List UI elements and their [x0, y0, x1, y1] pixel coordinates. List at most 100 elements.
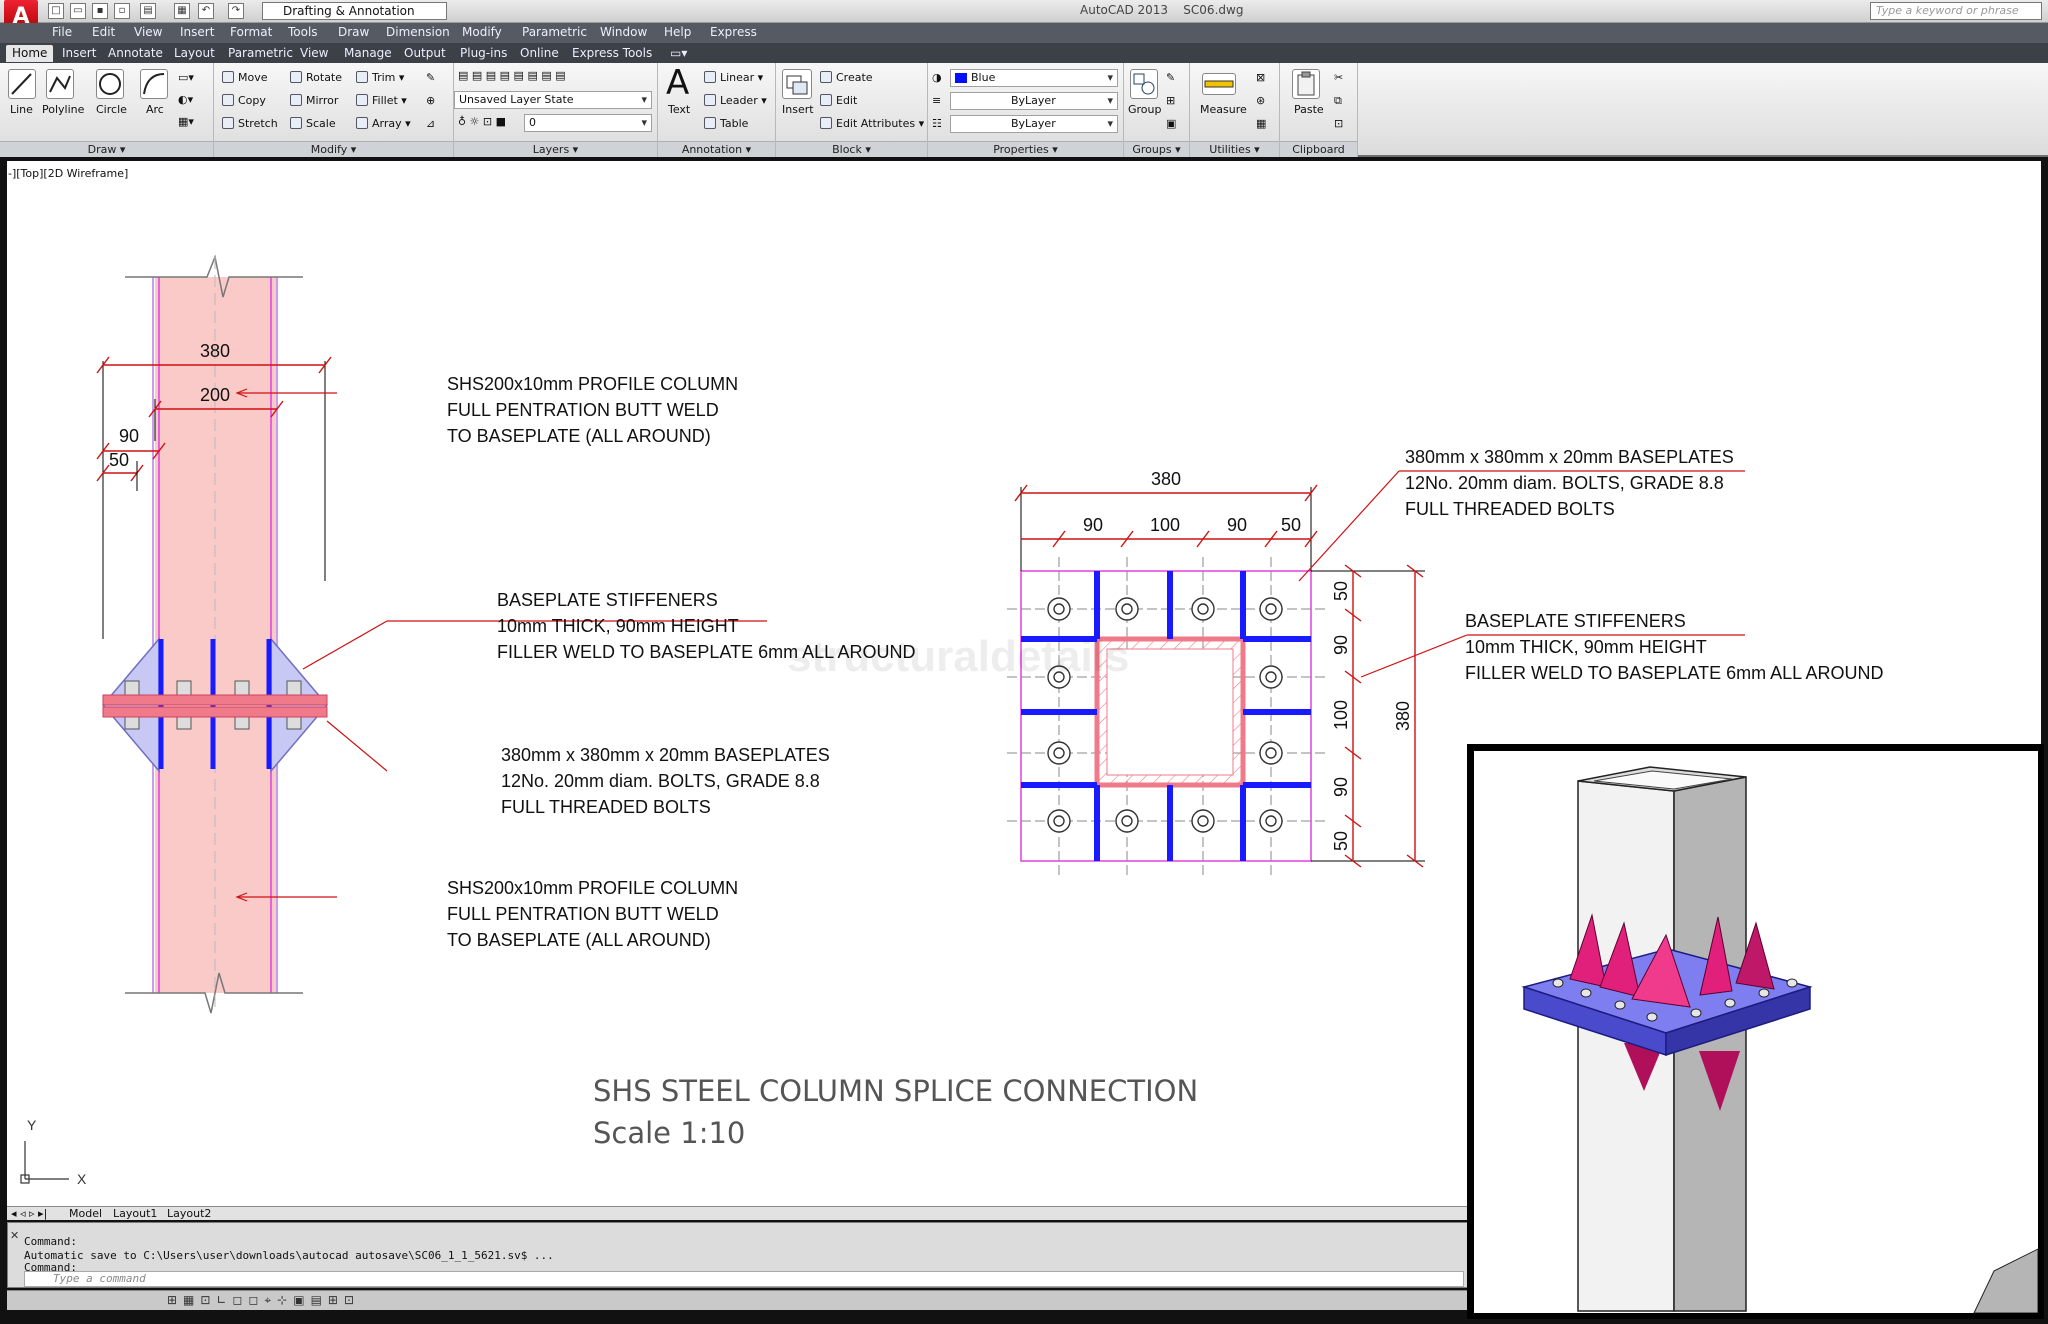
linear-button[interactable]: Linear ▾ [704, 71, 763, 85]
plan-dim-r380[interactable]: 380 [1393, 701, 1413, 731]
plan-stiff-note-1[interactable]: BASEPLATE STIFFENERS [1465, 611, 1686, 631]
paste-icon[interactable] [1292, 69, 1320, 99]
move-button[interactable]: Move [222, 71, 268, 85]
plate-note-line-1[interactable]: 380mm x 380mm x 20mm BASEPLATES [501, 745, 830, 765]
panel-draw-title[interactable]: Draw ▾ [0, 141, 213, 157]
hatch-icon[interactable]: ◐▾ [178, 93, 194, 106]
plan-dim-r50-a[interactable]: 50 [1331, 581, 1351, 601]
tab-view[interactable]: View [300, 46, 329, 60]
stiff-note-line-3[interactable]: FILLER WELD TO BASEPLATE 6mm ALL AROUND [497, 642, 915, 662]
erase-icon[interactable]: ✎ [426, 71, 436, 84]
menu-help[interactable]: Help [664, 25, 692, 39]
plan-plate-note-1[interactable]: 380mm x 380mm x 20mm BASEPLATES [1405, 447, 1734, 467]
explode-icon[interactable]: ⊕ [426, 94, 436, 107]
tab-express-tools[interactable]: Express Tools [572, 46, 653, 60]
panel-annotation-title[interactable]: Annotation ▾ [658, 141, 775, 157]
search-input[interactable]: Type a keyword or phrase [1870, 2, 2042, 20]
plate-note-line-2[interactable]: 12No. 20mm diam. BOLTS, GRADE 8.8 [501, 771, 820, 791]
plan-stiff-note-2[interactable]: 10mm THICK, 90mm HEIGHT [1465, 637, 1707, 657]
top-note-line-2[interactable]: FULL PENTRATION BUTT WELD [447, 400, 719, 420]
array-button[interactable]: Array ▾ [356, 117, 411, 131]
status-toggle-icons[interactable]: ⊞▦⊡∟◻◻⌖⊹▣▤⊞⊡ [167, 1293, 361, 1307]
tab-plug-ins[interactable]: Plug-ins [460, 46, 508, 60]
lineweight-icon[interactable]: ≡ [932, 94, 942, 107]
dim-200-label[interactable]: 200 [200, 385, 230, 405]
tab-parametric[interactable]: Parametric [228, 46, 293, 60]
redo-icon[interactable]: ↷ [228, 3, 244, 19]
plan-dim-r50-b[interactable]: 50 [1331, 831, 1351, 851]
tab-online[interactable]: Online [520, 46, 559, 60]
tab-manage[interactable]: Manage [344, 46, 392, 60]
stiff-note-line-2[interactable]: 10mm THICK, 90mm HEIGHT [497, 616, 739, 636]
bottom-note-line-1[interactable]: SHS200x10mm PROFILE COLUMN [447, 878, 738, 898]
group-icon[interactable] [1130, 69, 1158, 99]
line-icon[interactable] [8, 69, 36, 99]
insert-button[interactable]: Insert [782, 103, 814, 116]
undo-icon[interactable]: ↶ [198, 3, 214, 19]
bottom-note-line-3[interactable]: TO BASEPLATE (ALL AROUND) [447, 930, 711, 950]
measure-button[interactable]: Measure [1200, 103, 1247, 116]
plan-dim-50[interactable]: 50 [1281, 515, 1301, 535]
panel-groups-title[interactable]: Groups ▾ [1124, 141, 1189, 157]
menu-parametric[interactable]: Parametric [522, 25, 587, 39]
menu-modify[interactable]: Modify [462, 25, 502, 39]
plate-note-line-3[interactable]: FULL THREADED BOLTS [501, 797, 711, 817]
tab-layout[interactable]: Layout [174, 46, 215, 60]
plan-dim-380-top[interactable]: 380 [1151, 469, 1181, 489]
copy-button[interactable]: Copy [222, 94, 266, 108]
stretch-button[interactable]: Stretch [222, 117, 278, 131]
top-note-line-1[interactable]: SHS200x10mm PROFILE COLUMN [447, 374, 738, 394]
panel-modify-title[interactable]: Modify ▾ [214, 141, 453, 157]
menu-file[interactable]: File [52, 25, 73, 39]
layout-nav-icons[interactable]: ◂ ◃ ▹ ▸| [11, 1207, 48, 1220]
arc-icon[interactable] [140, 69, 168, 99]
tab-annotate[interactable]: Annotate [108, 46, 163, 60]
plan-dim-r100[interactable]: 100 [1331, 700, 1351, 730]
drawing-scale[interactable]: Scale 1:10 [593, 1116, 745, 1150]
group-select-icon[interactable]: ▣ [1166, 117, 1177, 130]
menu-edit[interactable]: Edit [92, 25, 116, 39]
id-point-icon[interactable]: ⊛ [1256, 94, 1266, 107]
circle-icon[interactable] [96, 69, 124, 99]
plan-stiff-note-3[interactable]: FILLER WELD TO BASEPLATE 6mm ALL AROUND [1465, 663, 1883, 683]
save-icon[interactable]: ▪ [92, 3, 108, 19]
copy-clip-icon[interactable]: ⧉ [1334, 94, 1342, 107]
linetype-icon[interactable]: ☷ [932, 117, 942, 130]
plan-dim-100[interactable]: 100 [1150, 515, 1180, 535]
calculator-icon[interactable]: ▦ [1256, 117, 1267, 130]
ungroup-icon[interactable]: ✎ [1166, 71, 1176, 84]
panel-block-title[interactable]: Block ▾ [776, 141, 927, 157]
layer-props-icons[interactable]: ♁ ☼ ⊡ ■ [458, 115, 507, 128]
table-button[interactable]: Table [704, 117, 748, 131]
linetype-select[interactable]: ByLayer [950, 115, 1118, 133]
panel-layers-title[interactable]: Layers ▾ [454, 141, 657, 157]
plan-dim-90-b[interactable]: 90 [1227, 515, 1247, 535]
scale-button[interactable]: Scale [290, 117, 336, 131]
copy-link-icon[interactable]: ⊡ [1334, 117, 1344, 130]
polyline-icon[interactable] [46, 69, 74, 99]
match-properties-icon[interactable]: ◑ [932, 71, 942, 84]
leader-button[interactable]: Leader ▾ [704, 94, 767, 108]
cut-icon[interactable]: ✂ [1334, 71, 1344, 84]
plan-plate-note-3[interactable]: FULL THREADED BOLTS [1405, 499, 1615, 519]
ribbon-toggle-icon[interactable]: ▭▾ [670, 46, 688, 60]
layout-tab-layout2[interactable]: Layout2 [167, 1207, 212, 1220]
insert-block-icon[interactable] [782, 69, 812, 99]
rotate-button[interactable]: Rotate [290, 71, 342, 85]
panel-clipboard-title[interactable]: Clipboard [1280, 141, 1357, 157]
layout-tab-model[interactable]: Model [69, 1207, 103, 1220]
arc-button[interactable]: Arc [146, 103, 164, 116]
panel-properties-title[interactable]: Properties ▾ [928, 141, 1123, 157]
region-icon[interactable]: ▦▾ [178, 115, 194, 128]
offset-icon[interactable]: ⊿ [426, 117, 436, 130]
menu-format[interactable]: Format [230, 25, 273, 39]
mirror-button[interactable]: Mirror [290, 94, 338, 108]
tab-output[interactable]: Output [404, 46, 446, 60]
text-button[interactable]: Text [668, 103, 691, 116]
stiff-note-line-1[interactable]: BASEPLATE STIFFENERS [497, 590, 718, 610]
layer-state-select[interactable]: Unsaved Layer State [454, 91, 652, 109]
measure-icon[interactable] [1202, 73, 1236, 95]
layer-tools-icons[interactable]: ▤ ▤ ▤ ▤ ▤ ▤ ▤ ▤ [458, 69, 566, 82]
command-input[interactable]: Type a command [24, 1271, 1464, 1287]
plan-dim-r90-a[interactable]: 90 [1331, 635, 1351, 655]
